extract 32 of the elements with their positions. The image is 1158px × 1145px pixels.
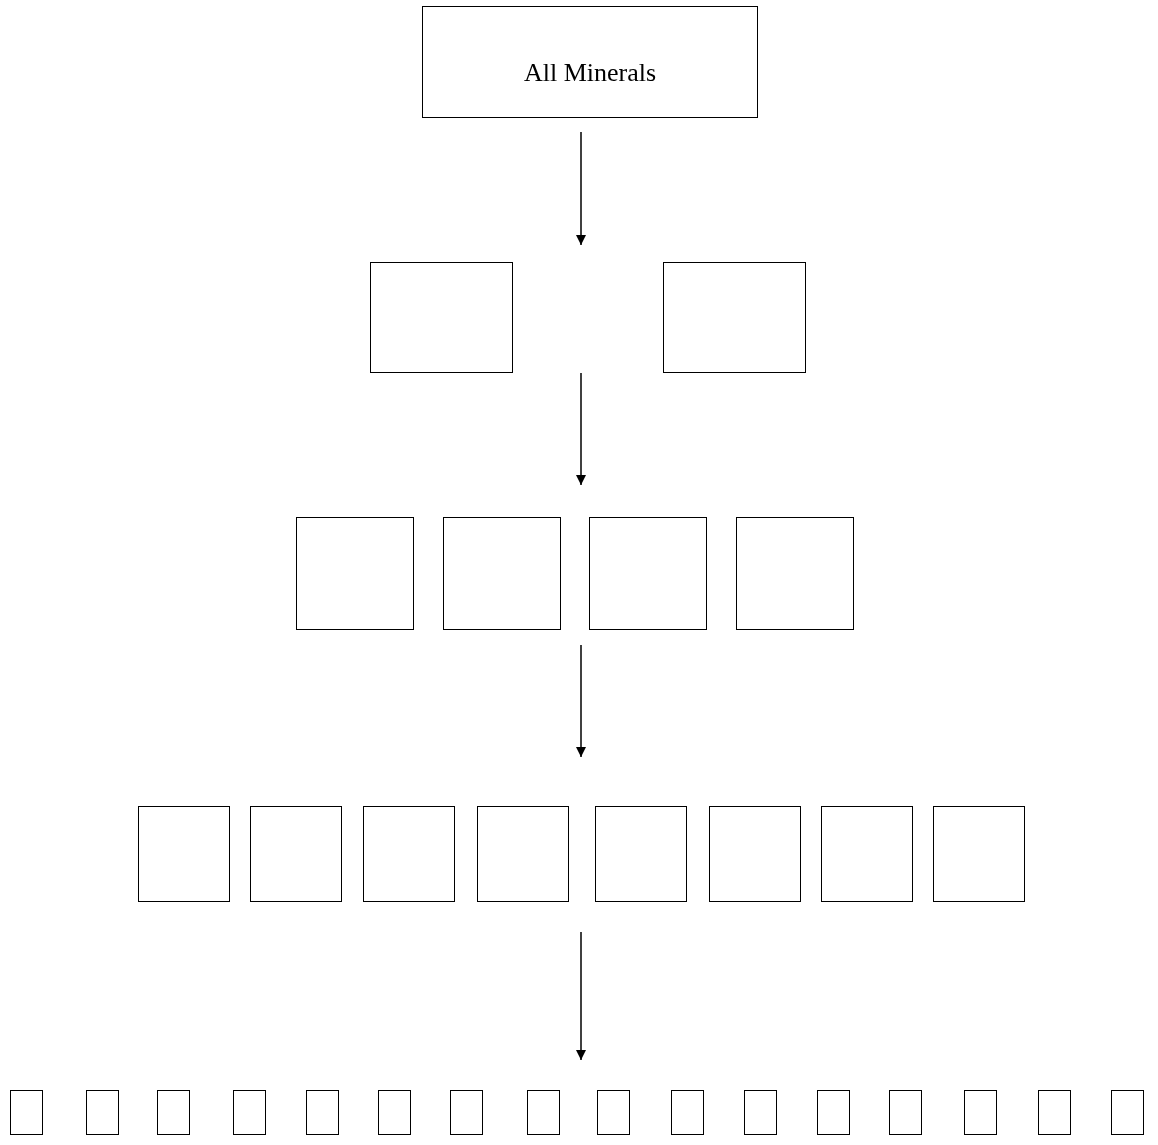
empty-box bbox=[1038, 1090, 1071, 1135]
empty-box bbox=[817, 1090, 850, 1135]
empty-box bbox=[1111, 1090, 1144, 1135]
empty-box bbox=[370, 262, 513, 373]
empty-box bbox=[86, 1090, 119, 1135]
empty-box bbox=[233, 1090, 266, 1135]
empty-box bbox=[138, 806, 230, 902]
empty-box bbox=[250, 806, 342, 902]
empty-box bbox=[964, 1090, 997, 1135]
empty-box bbox=[10, 1090, 43, 1135]
empty-box bbox=[589, 517, 707, 630]
empty-box bbox=[889, 1090, 922, 1135]
empty-box bbox=[296, 517, 414, 630]
empty-box bbox=[306, 1090, 339, 1135]
empty-box bbox=[157, 1090, 190, 1135]
empty-box bbox=[595, 806, 687, 902]
category-box bbox=[422, 6, 758, 118]
empty-box bbox=[736, 517, 854, 630]
box-label: All Minerals bbox=[523, 57, 657, 88]
empty-box bbox=[378, 1090, 411, 1135]
empty-box bbox=[663, 262, 806, 373]
empty-box bbox=[477, 806, 569, 902]
empty-box bbox=[363, 806, 455, 902]
empty-box bbox=[450, 1090, 483, 1135]
empty-box bbox=[671, 1090, 704, 1135]
empty-box bbox=[744, 1090, 777, 1135]
empty-box bbox=[933, 806, 1025, 902]
empty-box bbox=[709, 806, 801, 902]
empty-box bbox=[443, 517, 561, 630]
empty-box bbox=[527, 1090, 560, 1135]
empty-box bbox=[597, 1090, 630, 1135]
empty-box bbox=[821, 806, 913, 902]
